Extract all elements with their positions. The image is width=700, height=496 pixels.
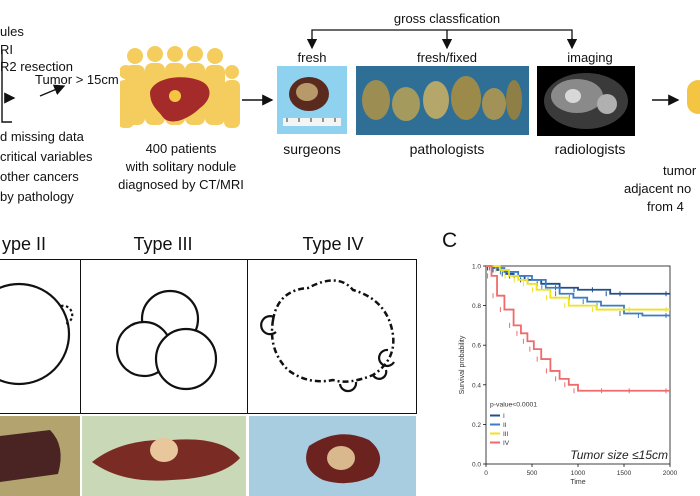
legend-label-i: I <box>503 413 505 420</box>
x-tick-label: 1000 <box>571 470 586 477</box>
ct-mri-image <box>537 66 635 136</box>
x-tick-label: 500 <box>527 470 538 477</box>
x-tick-label: 2000 <box>663 470 678 477</box>
exclusion-line-3: R2 resection <box>0 59 73 74</box>
exclusion-line <box>1 50 12 123</box>
y-tick-label: 0.4 <box>472 382 481 389</box>
exclusion-line-7: by pathology <box>0 189 74 204</box>
right-line-3: from 4 <box>647 199 684 214</box>
reader-surgeons: surgeons <box>283 141 341 157</box>
type-iv-header: Type IV <box>302 234 364 254</box>
fresh-specimen-photo <box>277 66 347 134</box>
km-curve-iv <box>486 265 670 392</box>
x-tick-label: 1500 <box>617 470 632 477</box>
y-tick-label: 0.2 <box>472 422 481 429</box>
type-iv-diagram-box <box>247 259 417 414</box>
reader-pathologists: pathologists <box>409 141 485 157</box>
x-tick-label: 0 <box>484 470 488 477</box>
exclusion-line-1: ules <box>0 24 24 39</box>
x-axis-label: Time <box>570 479 585 486</box>
type-iii-diagram-box <box>80 259 249 414</box>
tumor-size-annotation: Tumor size ≤15cm <box>570 448 668 462</box>
flow-arrows <box>1 29 680 123</box>
exclusion-line-5: critical variables <box>0 149 93 164</box>
tumor-criterion: Tumor > 15cm <box>35 72 119 87</box>
exclusion-line-2: RI <box>0 42 13 57</box>
y-tick-label: 0.6 <box>472 343 481 350</box>
exclusion-line-4: d missing data <box>0 129 84 144</box>
type-iii-header: Type III <box>133 234 193 254</box>
legend-label-ii: II <box>503 422 507 429</box>
patient-group-icon <box>120 46 240 128</box>
km-curve-ii <box>486 265 670 317</box>
right-patient-icon <box>687 80 700 114</box>
cohort-line-2: with solitary nodule <box>125 159 237 174</box>
type-ii-specimen-photo <box>0 416 80 496</box>
source-fresh-label: fresh <box>297 50 327 65</box>
type-iv-specimen-photo <box>249 416 416 496</box>
right-line-1: tumor <box>663 163 697 178</box>
y-axis-label: Survival probability <box>459 335 466 394</box>
y-tick-label: 0.0 <box>472 462 481 469</box>
type-ii-diagram-box <box>0 259 82 414</box>
source-fixed-label: fresh/fixed <box>417 50 477 65</box>
source-imaging-label: imaging <box>567 50 613 65</box>
y-tick-label: 0.8 <box>472 303 481 310</box>
exclusion-line-6: other cancers <box>0 169 79 184</box>
legend-label-iv: IV <box>503 440 510 447</box>
gross-classification-title: gross classfication <box>393 11 501 26</box>
fixed-specimen-photo <box>356 66 529 135</box>
p-value-label: p-value<0.0001 <box>490 402 537 409</box>
type-ii-header: ype II <box>1 234 47 254</box>
cohort-line-1: 400 patients <box>145 141 217 156</box>
cohort-line-3: diagnosed by CT/MRI <box>118 177 244 192</box>
km-curve-iii <box>486 265 670 311</box>
panel-c-label: C <box>442 229 458 252</box>
reader-radiologists: radiologists <box>554 141 626 157</box>
right-line-2: adjacent no <box>624 181 692 196</box>
legend-label-iii: III <box>503 431 509 438</box>
type-iii-specimen-photo <box>82 416 246 496</box>
plot-area <box>485 265 671 465</box>
y-tick-label: 1.0 <box>472 264 481 271</box>
